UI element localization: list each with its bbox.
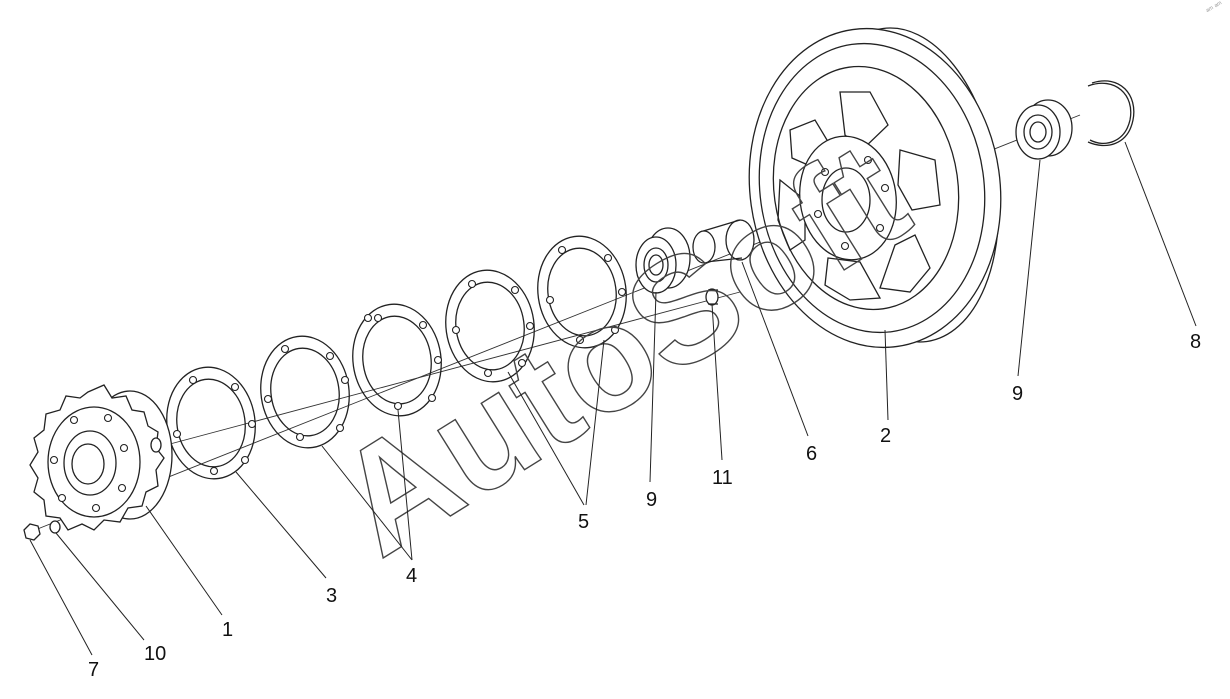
callout-7: 7 bbox=[88, 659, 99, 681]
retaining-ring bbox=[1087, 82, 1132, 144]
retaining-ring-outer bbox=[1087, 80, 1135, 147]
callout-3: 3 bbox=[326, 585, 337, 607]
sleeve bbox=[692, 219, 755, 264]
callout-6: 6 bbox=[806, 443, 817, 465]
callout-11: 11 bbox=[712, 467, 733, 489]
gasket-3 bbox=[352, 303, 443, 417]
callout-1: 1 bbox=[222, 619, 233, 641]
callouts: 1 2 3 4 5 6 7 8 9 9 10 11 bbox=[88, 331, 1201, 681]
callout-9-left: 9 bbox=[646, 489, 657, 511]
callout-4: 4 bbox=[406, 565, 417, 587]
gasket-1 bbox=[166, 366, 257, 480]
washer bbox=[49, 520, 61, 534]
bearing-left bbox=[635, 227, 691, 294]
nut bbox=[23, 523, 41, 541]
watermark-text: AutoSoft bbox=[308, 109, 934, 587]
pulley-wheel bbox=[748, 27, 1002, 349]
callout-8: 8 bbox=[1190, 331, 1201, 353]
leader-lines bbox=[29, 141, 1197, 656]
callout-9-right: 9 bbox=[1012, 383, 1023, 405]
gasket-2 bbox=[260, 335, 350, 449]
corner-mark: ᵃᵐ ᵃᵐ bbox=[1205, 0, 1225, 16]
gasket-5 bbox=[537, 235, 627, 349]
callout-2: 2 bbox=[880, 425, 891, 447]
gasket-4 bbox=[445, 269, 535, 383]
callout-10: 10 bbox=[144, 643, 166, 665]
bearing-right bbox=[1015, 99, 1073, 160]
gasket-group bbox=[166, 235, 627, 480]
sprocket bbox=[29, 384, 173, 531]
callout-5: 5 bbox=[578, 511, 589, 533]
